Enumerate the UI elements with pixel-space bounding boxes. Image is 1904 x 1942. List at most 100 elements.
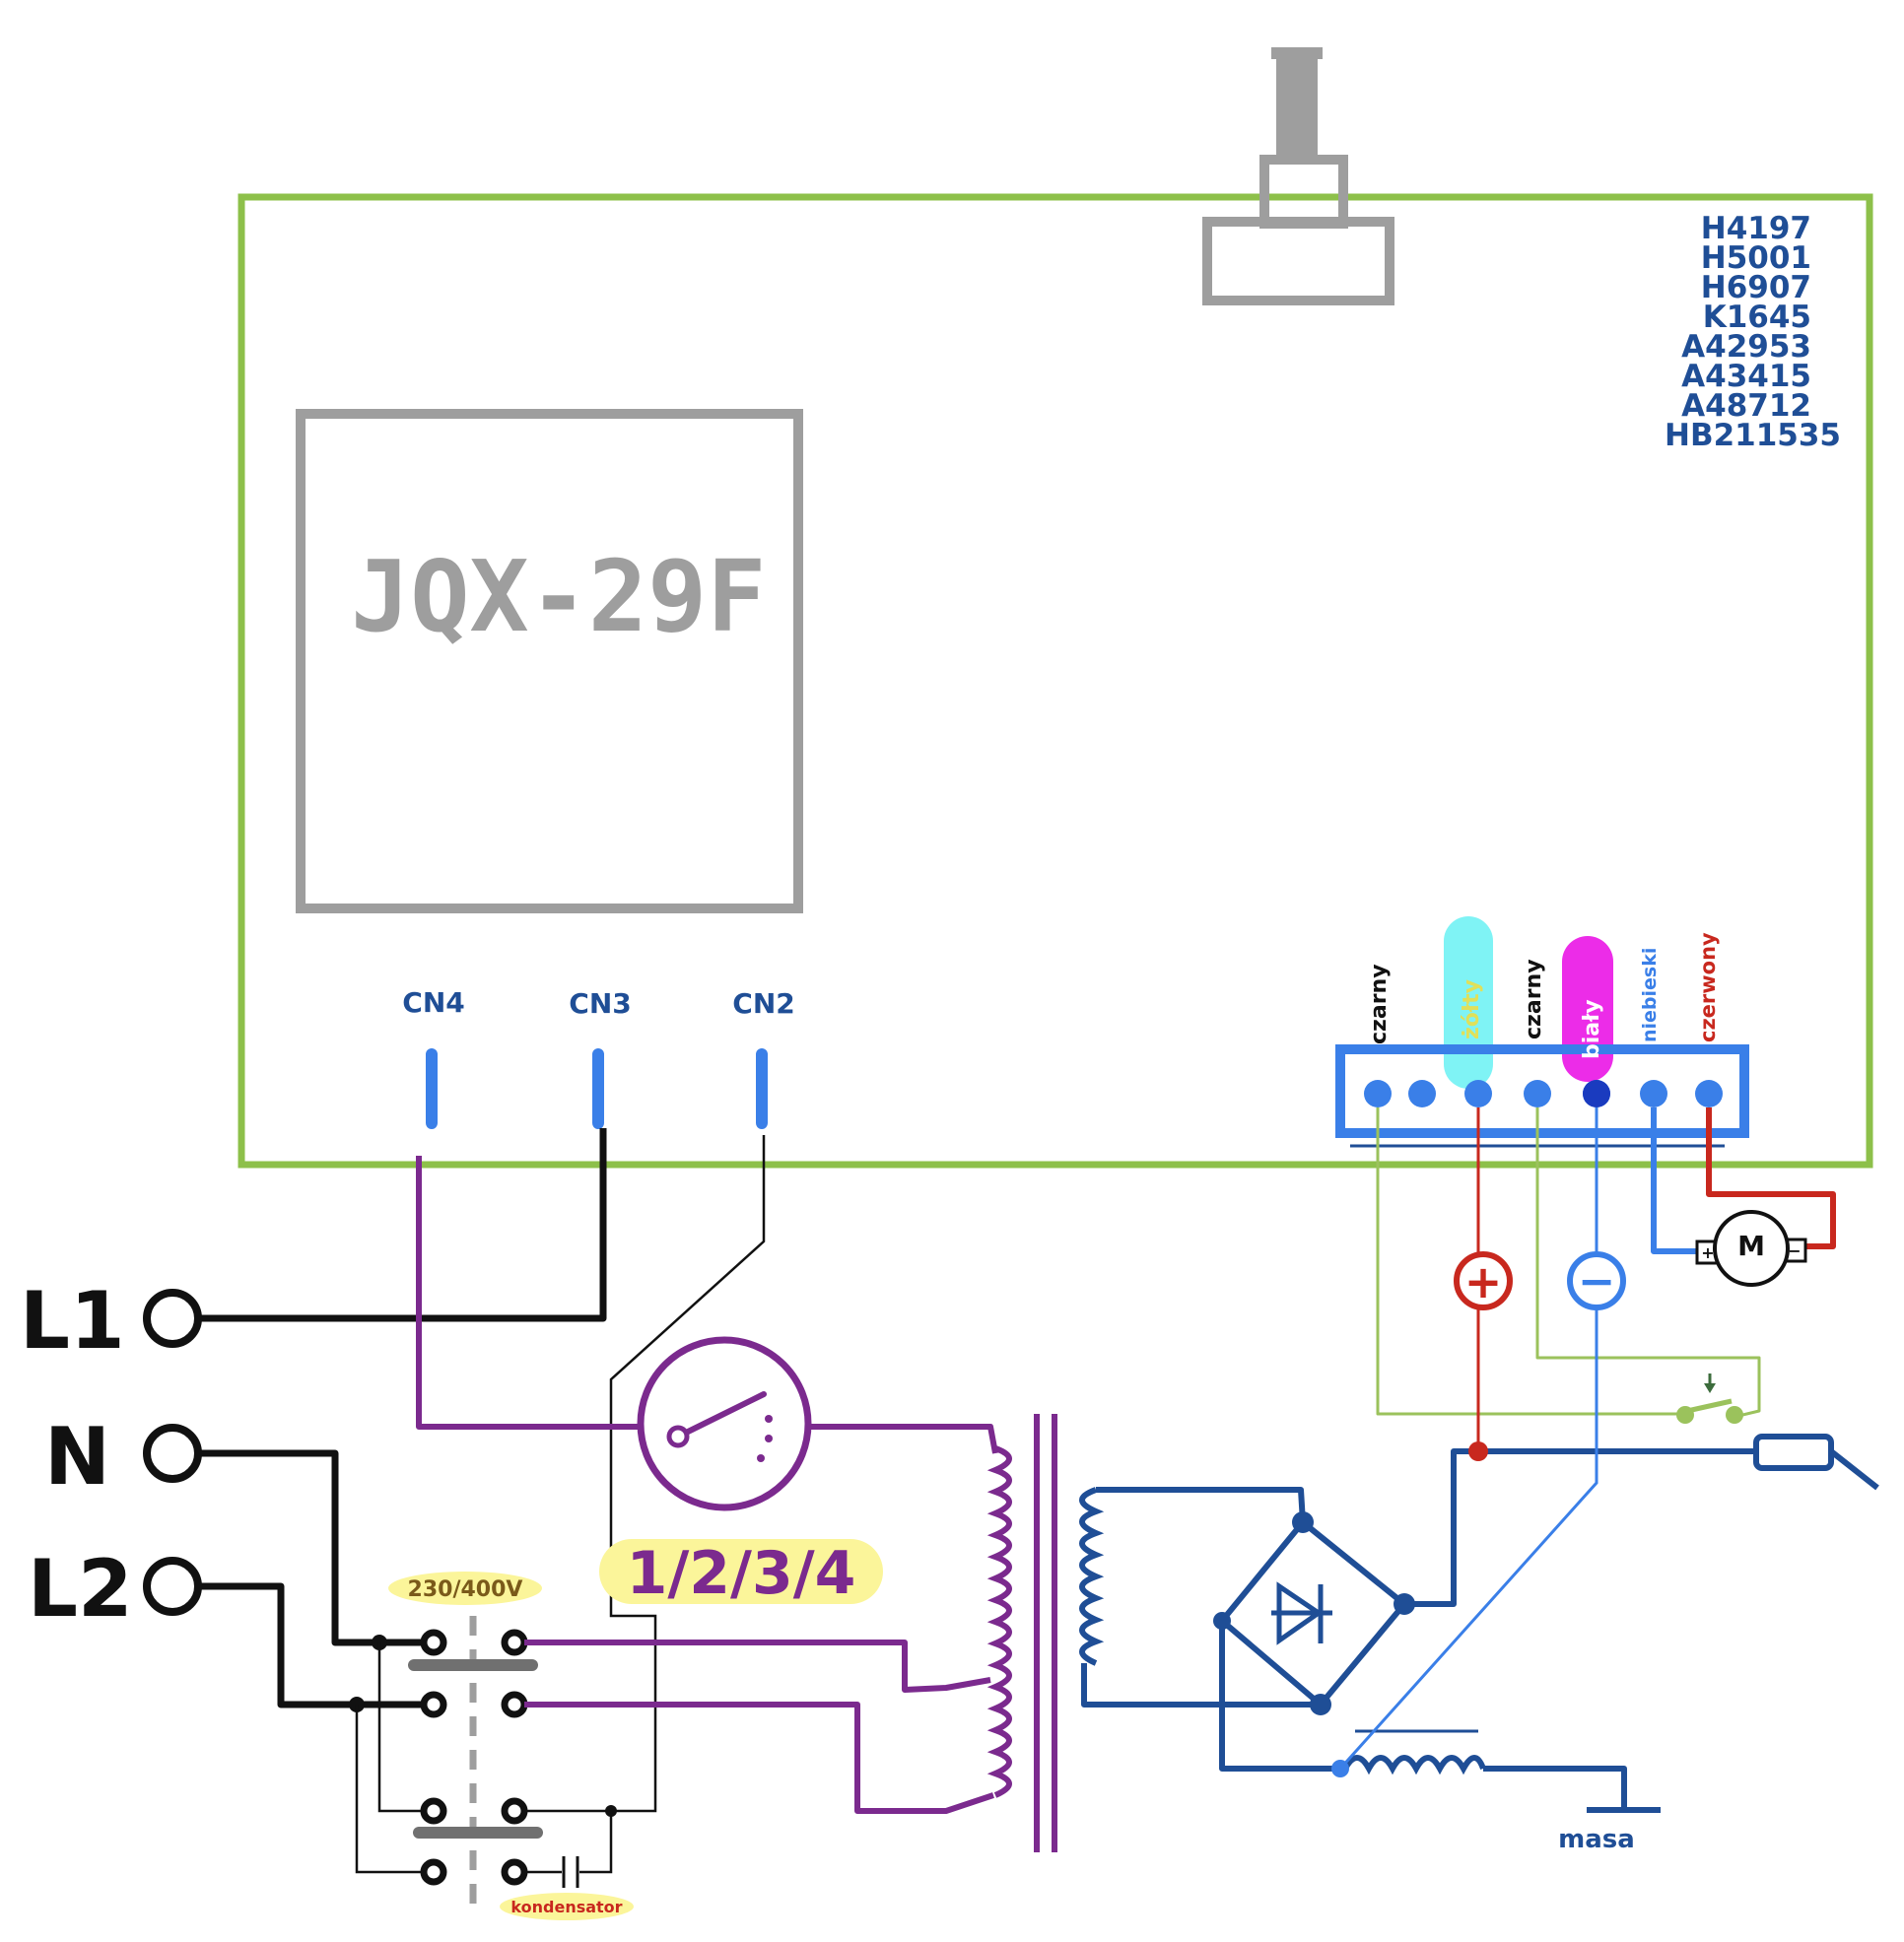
motor-minus-symbol: − [1788, 1241, 1801, 1260]
junction-dot [1331, 1760, 1349, 1777]
selector-position-dot [765, 1435, 773, 1442]
push-switch-arrow-icon [1704, 1383, 1716, 1393]
switch-contact [501, 1858, 528, 1886]
wire-plug [1829, 1448, 1879, 1491]
wire-switch-top-to-transformer [524, 1640, 991, 1693]
plus-symbol: + [1464, 1255, 1503, 1308]
mains-label-n: N [44, 1411, 110, 1503]
wire-capacitor2 [579, 1811, 613, 1874]
connector-label-cn3: CN3 [569, 987, 631, 1020]
terminal-block [1335, 1044, 1749, 1138]
part-number: HB211535 [1665, 418, 1841, 453]
mains-terminal-l2 [143, 1557, 202, 1616]
motor-plus-symbol: + [1701, 1243, 1714, 1262]
minus-terminal [1567, 1251, 1626, 1310]
terminal-pin [1464, 1080, 1492, 1107]
inductor-icon [1342, 1755, 1486, 1775]
terminal-pin [1695, 1080, 1723, 1107]
wire-l1-to-cn3 [198, 1128, 607, 1322]
transformer-secondary-coil [1079, 1487, 1105, 1666]
wire-rectifier-right [1404, 1448, 1756, 1607]
selector-lever [675, 1391, 767, 1440]
voltage-label-highlight [388, 1572, 542, 1605]
wire-ground [1483, 1766, 1627, 1810]
terminal-wire-label: niebieski [1639, 948, 1661, 1042]
switch-contact [501, 1797, 528, 1825]
switch-contact [420, 1691, 447, 1718]
wire-white-negative [1338, 1107, 1598, 1771]
wire-switch-mid-to-transformer [524, 1702, 994, 1814]
selector-position-dot [757, 1454, 765, 1462]
mains-label-l2: L2 [28, 1543, 133, 1635]
wire-n [198, 1449, 432, 1646]
junction-dot [1292, 1511, 1314, 1533]
minus-symbol: − [1578, 1254, 1616, 1307]
selector-label: 1/2/3/4 [627, 1539, 856, 1608]
switch-contact [501, 1629, 528, 1656]
terminal-wire-label: czarny [1522, 959, 1546, 1039]
part-number: H6907 [1701, 270, 1811, 305]
wire-cn4-to-selector [416, 1156, 641, 1430]
switch-contact [420, 1858, 447, 1886]
switch-contact [1676, 1406, 1694, 1424]
wire-secondary-top [1096, 1487, 1306, 1523]
wire-red-motor [1706, 1107, 1836, 1249]
junction-dot [1468, 1441, 1488, 1461]
capacitor-icon [562, 1856, 579, 1888]
part-number: H5001 [1701, 240, 1811, 276]
terminal-pin [1640, 1080, 1667, 1107]
wire-cn2 [517, 1135, 766, 1813]
junction-dot [1213, 1612, 1231, 1630]
terminal-wire-label: biały [1580, 999, 1604, 1059]
part-number: K1645 [1703, 300, 1811, 335]
wire-rectifier-left [1219, 1621, 1345, 1772]
switch-contact [501, 1691, 528, 1718]
relay-label: JQX-29F [351, 539, 766, 654]
switch-contact [420, 1797, 447, 1825]
plug-icon [1753, 1434, 1834, 1471]
part-number: A48712 [1681, 388, 1811, 424]
terminal-wire-label: żółty [1460, 979, 1484, 1039]
part-number: H4197 [1701, 211, 1811, 246]
terminal-pin [1524, 1080, 1551, 1107]
part-number: A43415 [1681, 359, 1811, 394]
diode-icon [1271, 1581, 1332, 1645]
capacitor-label-highlight [500, 1893, 634, 1920]
connector-label-cn2: CN2 [732, 987, 794, 1020]
wire-secondary-bottom [1081, 1663, 1321, 1708]
junction-dot [1394, 1593, 1415, 1615]
mains-terminal-l1 [143, 1289, 202, 1348]
wire-switch-lower2 [355, 1705, 432, 1874]
terminal-wire-label: czarny [1367, 964, 1392, 1044]
terminal-pin-white [1583, 1080, 1610, 1107]
selector-pivot [666, 1425, 690, 1448]
switch-contact [1726, 1406, 1743, 1424]
capacitor-label: kondensator [510, 1898, 622, 1916]
wire-selector-to-transformer [808, 1424, 998, 1454]
wire-black-2 [1535, 1107, 1761, 1419]
part-number: A42953 [1681, 329, 1811, 365]
connector-label-cn4: CN4 [402, 986, 464, 1019]
selector-position-dot [765, 1415, 773, 1423]
wire-black-1 [1376, 1107, 1685, 1416]
wire-switch-lower [377, 1642, 432, 1813]
selector-label-highlight [599, 1539, 883, 1604]
terminal-pin [1408, 1080, 1436, 1107]
mains-label-l1: L1 [20, 1275, 125, 1367]
terminal-wire-label: czerwony [1696, 932, 1720, 1042]
transformer-primary-coil [986, 1445, 1012, 1798]
terminal-pin [1364, 1080, 1392, 1107]
motor-icon [1713, 1210, 1790, 1287]
part-number-list: H4197 H5001 H6907 K1645 A42953 A43415 A4… [1665, 211, 1841, 453]
voltage-switch-label: 230/400V [408, 1577, 523, 1602]
relay-box [296, 409, 803, 913]
motor-label: M [1737, 1230, 1765, 1262]
push-switch-blade [1686, 1398, 1733, 1414]
pcb-outline [238, 193, 1873, 1169]
mains-terminal-n [143, 1424, 202, 1483]
junction-dot [1310, 1694, 1331, 1715]
plus-terminal [1454, 1251, 1513, 1310]
switch-contact [420, 1629, 447, 1656]
ground-label: masa [1558, 1825, 1635, 1854]
